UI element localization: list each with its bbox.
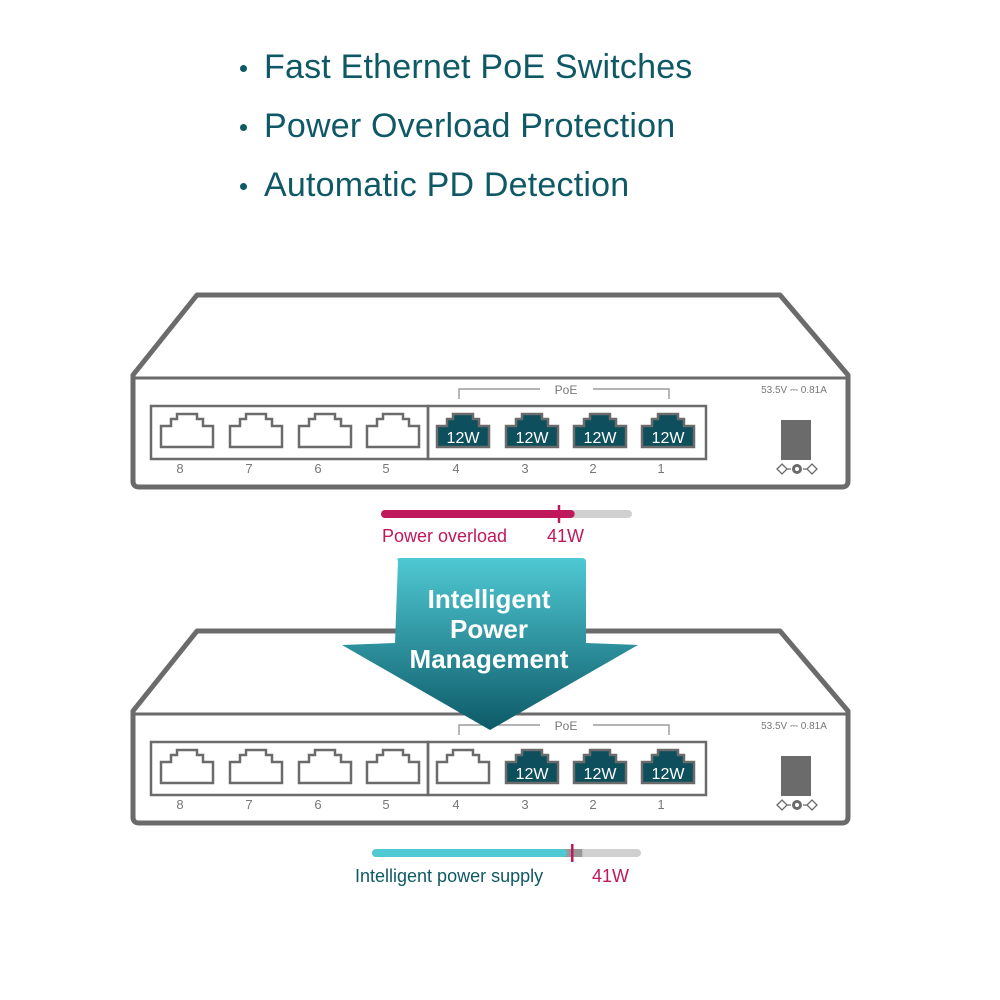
- port-power-label: 12W: [447, 430, 481, 447]
- port-number: 2: [589, 797, 596, 812]
- dc-power-jack: [781, 756, 811, 796]
- port-number: 6: [314, 797, 321, 812]
- switch-before: PoE 8 7 6 5 12W 4 12W 3 12W 2 12W 1 53.5V ⎓ 0.81A: [130, 292, 851, 490]
- feature-list: Fast Ethernet PoE Switches Power Overloa…: [240, 38, 693, 215]
- port-number: 8: [176, 461, 183, 476]
- power-rating: 53.5V ⎓ 0.81A: [761, 385, 827, 396]
- arrow-shape: [342, 558, 638, 730]
- power-limit-label: 41W: [547, 526, 585, 546]
- port-number: 5: [382, 797, 389, 812]
- poe-port-icon: [435, 412, 491, 449]
- power-limit-label: 41W: [592, 866, 630, 886]
- ethernet-port-icon: [297, 748, 353, 785]
- ethernet-port-icon: [297, 412, 353, 449]
- port-number: 1: [657, 797, 664, 812]
- power-bars: [372, 505, 641, 862]
- poe-port-icon: [640, 748, 696, 785]
- poe-label: PoE: [555, 719, 578, 733]
- port-power-label: 12W: [584, 766, 618, 783]
- port-number: 5: [382, 461, 389, 476]
- port-number: 7: [245, 797, 252, 812]
- poe-bracket: [458, 388, 670, 399]
- port-number: 4: [452, 797, 459, 812]
- port-number: 3: [521, 461, 528, 476]
- poe-bracket: [458, 724, 670, 735]
- feature-text: Automatic PD Detection: [264, 166, 630, 204]
- ethernet-port-icon: [228, 748, 284, 785]
- feature-item: Power Overload Protection: [240, 97, 693, 156]
- arrow-text-line: Power: [450, 614, 528, 644]
- ethernet-port-icon: [365, 412, 421, 449]
- intelligent-power-supply-label: Intelligent power supply: [355, 866, 544, 886]
- poe-port-icon: [504, 748, 560, 785]
- port-power-label: 12W: [584, 430, 618, 447]
- port-power-label: 12W: [516, 430, 550, 447]
- port-power-label: 12W: [516, 766, 550, 783]
- arrow-text-line: Intelligent: [428, 584, 551, 614]
- poe-port-group-frame: [426, 740, 708, 797]
- poe-port-icon: [572, 748, 628, 785]
- feature-text: Fast Ethernet PoE Switches: [264, 48, 693, 86]
- dc-polarity-pin: [795, 467, 799, 471]
- feature-item: Fast Ethernet PoE Switches: [240, 38, 693, 97]
- port-number: 7: [245, 461, 252, 476]
- bullet-dot: [240, 124, 247, 131]
- poe-port-icon: [504, 412, 560, 449]
- ethernet-port-icon: [159, 412, 215, 449]
- feature-text: Power Overload Protection: [264, 107, 676, 145]
- ethernet-port-icon: [228, 412, 284, 449]
- dc-polarity-icon: [776, 463, 818, 475]
- port-number: 4: [452, 461, 459, 476]
- ethernet-port-icon: [435, 748, 491, 785]
- dc-polarity-pin: [795, 803, 799, 807]
- bullet-dot: [240, 183, 247, 190]
- port-number: 1: [657, 461, 664, 476]
- port-number: 8: [176, 797, 183, 812]
- power-rating: 53.5V ⎓ 0.81A: [761, 721, 827, 732]
- ethernet-port-icon: [159, 748, 215, 785]
- poe-port-icon: [572, 412, 628, 449]
- poe-port-group-frame: [426, 404, 708, 461]
- port-power-label: 12W: [652, 430, 686, 447]
- ethernet-port-icon: [365, 748, 421, 785]
- power-overload-label: Power overload: [382, 526, 508, 546]
- port-number: 2: [589, 461, 596, 476]
- port-power-label: 12W: [652, 766, 686, 783]
- feature-item: Automatic PD Detection: [240, 156, 693, 215]
- poe-port-icon: [640, 412, 696, 449]
- poe-label: PoE: [555, 383, 578, 397]
- dc-polarity-icon: [776, 799, 818, 811]
- arrow-text-line: Management: [410, 644, 569, 674]
- bullet-dot: [240, 65, 247, 72]
- port-number: 6: [314, 461, 321, 476]
- dc-power-jack: [781, 420, 811, 460]
- port-number: 3: [521, 797, 528, 812]
